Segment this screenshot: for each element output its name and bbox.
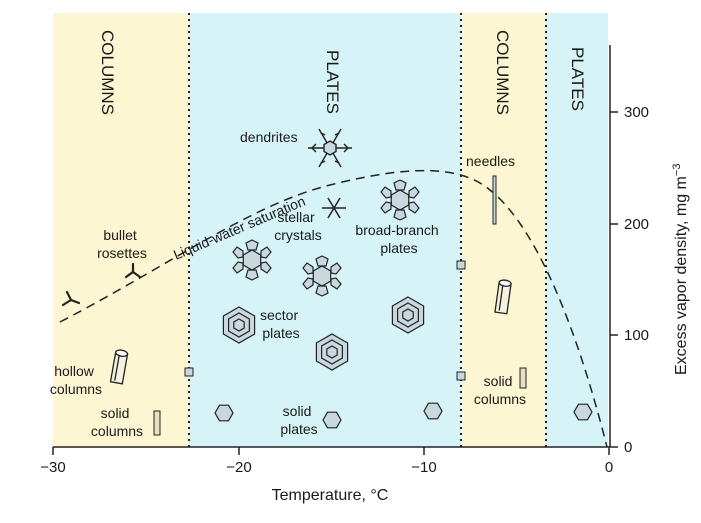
- needle-icon: [492, 175, 497, 225]
- band-title-plates-1: PLATES: [323, 50, 342, 114]
- x-axis-title: Temperature, °C: [272, 487, 389, 504]
- label-solid-columns-right-line2: columns: [474, 391, 526, 407]
- solid-plate-icon: [322, 411, 342, 429]
- bullet-rosette-icon: [124, 262, 142, 279]
- hollow-column-icon: [109, 349, 129, 385]
- label-sector-plates: sector plates: [260, 307, 302, 341]
- label-sector-plates-line1: sector: [260, 307, 298, 323]
- label-broad-branch-plates: broad-branch plates: [355, 222, 442, 256]
- y-tick-label-100: 100: [624, 327, 649, 344]
- label-solid-columns-left-line1: solid: [101, 405, 130, 421]
- y-tick-label-300: 300: [624, 104, 649, 121]
- label-solid-plates-line1: solid: [283, 403, 312, 419]
- stellar-crystal-icon: [322, 197, 346, 219]
- y-tick-label-0: 0: [624, 439, 632, 456]
- band-plates-warm: [546, 13, 608, 447]
- y-tick-label-200: 200: [624, 216, 649, 233]
- label-broad-branch-plates-line1: broad-branch: [355, 222, 438, 238]
- label-solid-plates: solid plates: [280, 403, 317, 437]
- label-solid-columns-left-line2: columns: [91, 423, 143, 439]
- label-stellar-crystals-line2: crystals: [274, 227, 321, 243]
- bullet-rosette-icon: [61, 290, 81, 307]
- x-tick-label-minus30: −30: [40, 459, 65, 476]
- dendrite-icon: [308, 128, 352, 168]
- band-title-columns-1: COLUMNS: [98, 30, 117, 115]
- label-hollow-columns-line1: hollow: [54, 363, 95, 379]
- y-axis-title: Excess vapor density, mg m−3: [671, 164, 690, 375]
- solid-plate-icon: [423, 402, 443, 420]
- band-columns-warm: [461, 13, 546, 447]
- label-hollow-columns: hollow columns: [50, 363, 102, 397]
- label-dendrites: dendrites: [240, 129, 298, 145]
- x-tick-label-0: 0: [605, 459, 613, 476]
- label-stellar-crystals-line1: stellar: [277, 209, 315, 225]
- broad-branch-plate-icon: [302, 255, 342, 297]
- label-stellar-crystals: stellar crystals: [274, 209, 321, 243]
- band-title-columns-2: COLUMNS: [493, 30, 512, 115]
- label-hollow-columns-line2: columns: [50, 381, 102, 397]
- label-bullet-rosettes-line2: rosettes: [97, 245, 147, 261]
- label-sector-plates-line2: plates: [262, 325, 299, 341]
- label-broad-branch-plates-line2: plates: [380, 240, 417, 256]
- label-solid-plates-line2: plates: [280, 421, 317, 437]
- band-title-plates-2: PLATES: [568, 47, 587, 111]
- boundary-square-icon: [456, 371, 466, 381]
- liquid-water-saturation-curve: [59, 169, 608, 448]
- solid-column-icon: [519, 367, 527, 389]
- label-solid-columns-right-line1: solid: [484, 373, 513, 389]
- solid-column-icon: [153, 410, 161, 436]
- broad-branch-plate-icon: [232, 239, 272, 281]
- label-solid-columns-left: solid columns: [91, 405, 143, 439]
- label-solid-columns-right: solid columns: [474, 373, 526, 407]
- label-bullet-rosettes-line1: bullet: [103, 227, 137, 243]
- x-tick-label-minus10: −10: [411, 459, 436, 476]
- boundary-square-icon: [184, 367, 194, 377]
- label-bullet-rosettes: bullet rosettes: [97, 227, 147, 261]
- x-tick-label-minus20: −20: [226, 459, 251, 476]
- y-axis-title-exponent: −3: [671, 164, 683, 177]
- hollow-column-icon: [494, 279, 512, 315]
- band-plates-mid: [189, 13, 461, 447]
- solid-plate-icon: [214, 404, 234, 422]
- solid-plate-icon: [573, 403, 593, 421]
- y-axis-title-main: Excess vapor density, mg m: [673, 176, 690, 375]
- sector-plate-icon: [391, 296, 425, 334]
- boundary-square-icon: [456, 260, 466, 270]
- sector-plate-icon: [222, 306, 256, 344]
- sector-plate-icon: [315, 333, 349, 371]
- label-needles: needles: [466, 153, 515, 169]
- broad-branch-plate-icon: [380, 179, 420, 221]
